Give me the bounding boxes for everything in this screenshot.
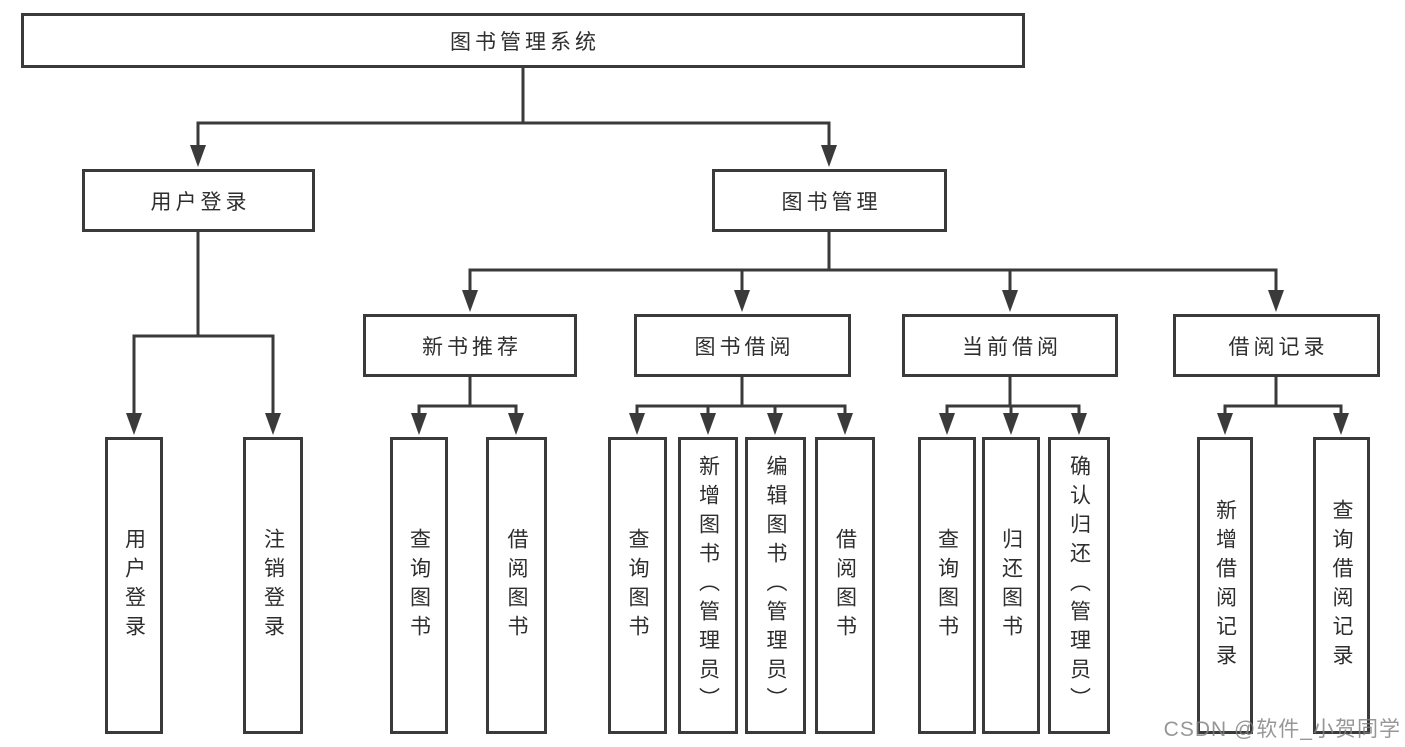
leaf-borrow-books-borrowing: 借阅图书 — [815, 437, 875, 734]
csdn-watermark: CSDN @软件_小贺同学 — [1163, 718, 1401, 741]
node-user-login: 用户登录 — [82, 169, 315, 232]
leaf-user-login: 用户登录 — [105, 437, 163, 734]
leaf-query-books-current: 查询图书 — [918, 437, 976, 734]
leaf-add-borrow-record: 新增借阅记录 — [1197, 437, 1253, 734]
node-current-borrowing: 当前借阅 — [902, 314, 1118, 377]
leaf-confirm-return-admin: 确认归还（管理员） — [1048, 437, 1110, 734]
leaf-query-books-recommend: 查询图书 — [390, 437, 448, 734]
node-book-borrowing: 图书借阅 — [634, 314, 851, 377]
leaf-return-books: 归还图书 — [982, 437, 1040, 734]
leaf-borrow-books-recommend: 借阅图书 — [486, 437, 547, 734]
leaf-logout: 注销登录 — [243, 437, 303, 734]
node-borrow-records: 借阅记录 — [1173, 314, 1380, 377]
node-book-management: 图书管理 — [712, 169, 947, 232]
leaf-add-books-admin: 新增图书（管理员） — [678, 437, 738, 734]
node-library-system: 图书管理系统 — [21, 13, 1025, 68]
leaf-edit-books-admin: 编辑图书（管理员） — [745, 437, 806, 734]
leaf-query-books-borrowing: 查询图书 — [608, 437, 667, 734]
node-new-book-recommend: 新书推荐 — [363, 314, 577, 377]
leaf-query-borrow-record: 查询借阅记录 — [1313, 437, 1370, 734]
